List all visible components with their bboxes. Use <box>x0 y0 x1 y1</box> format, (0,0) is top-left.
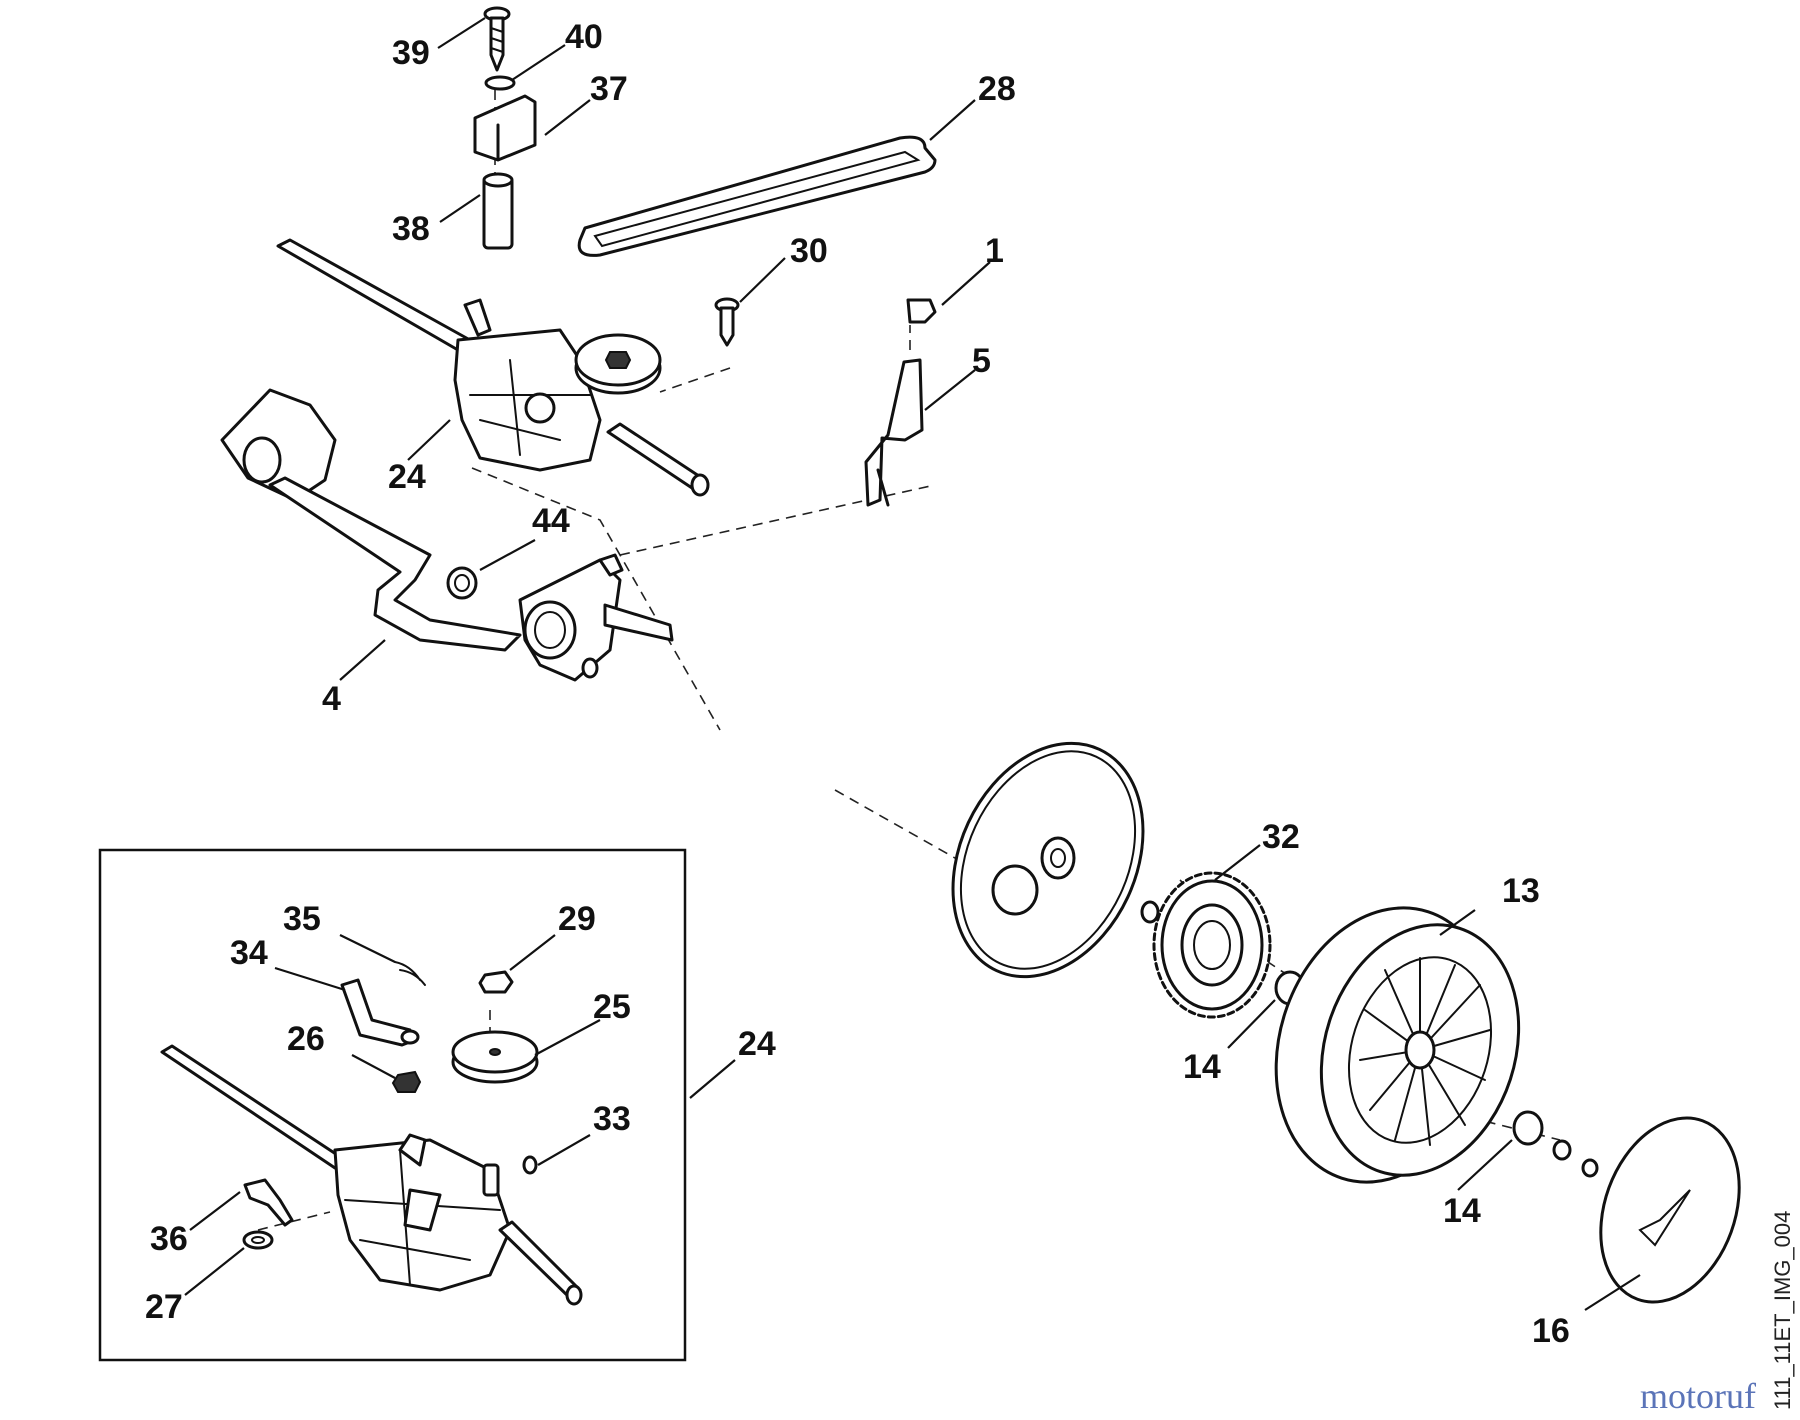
label-39: 39 <box>392 34 430 72</box>
label-5: 5 <box>972 342 991 380</box>
leader-lines <box>184 17 1641 1311</box>
part-30-screw <box>714 297 740 347</box>
label-14-outer: 14 <box>1443 1192 1481 1230</box>
inset-gearbox <box>160 1044 583 1306</box>
part-24-gearbox-top <box>276 238 710 497</box>
part-29-nut <box>478 970 514 994</box>
label-13: 13 <box>1502 872 1540 910</box>
part-16-hubcap <box>1599 1116 1741 1304</box>
image-reference: 111_11ET_IMG_004 <box>1770 1211 1795 1410</box>
label-24-inset: 24 <box>738 1025 776 1063</box>
label-24-top: 24 <box>388 458 426 496</box>
label-25: 25 <box>593 988 631 1026</box>
part-36-lever <box>243 1178 294 1227</box>
label-26: 26 <box>287 1020 325 1058</box>
part-34-lever <box>340 978 420 1047</box>
part-40-washer <box>484 75 516 91</box>
brand-logo: motoruf <box>1640 1376 1756 1416</box>
label-16: 16 <box>1532 1312 1570 1350</box>
part-1-clip <box>906 298 937 324</box>
part-13-wheel <box>1274 906 1521 1184</box>
label-33: 33 <box>593 1100 631 1138</box>
label-27: 27 <box>145 1288 183 1326</box>
part-4-drive-lever <box>220 388 674 682</box>
part-37-bracket <box>473 94 537 162</box>
label-44: 44 <box>532 502 570 540</box>
label-4: 4 <box>322 680 341 718</box>
part-32-gear <box>1152 871 1272 1019</box>
part-number-labels: 39 40 37 38 28 30 1 5 24 44 4 32 13 14 1… <box>145 18 1570 1350</box>
label-35: 35 <box>283 900 321 938</box>
part-5-bracket <box>864 358 924 507</box>
part-39-screw <box>483 6 511 72</box>
label-34: 34 <box>230 934 268 972</box>
part-35-pin <box>394 961 426 986</box>
part-27-washer <box>242 1230 274 1250</box>
part-26-nut <box>391 1070 422 1093</box>
part-44-ring <box>446 566 478 600</box>
label-28: 28 <box>978 70 1016 108</box>
part-38-spacer <box>482 172 514 250</box>
wheel-pulley-disc <box>951 741 1160 979</box>
label-30: 30 <box>790 232 828 270</box>
part-28-belt <box>577 135 937 257</box>
label-38: 38 <box>392 210 430 248</box>
label-40: 40 <box>565 18 603 56</box>
inset-frame <box>98 848 687 1362</box>
wheel-screw <box>1581 1158 1599 1178</box>
part-25-pulley <box>451 1030 539 1084</box>
label-14-inner: 14 <box>1183 1048 1221 1086</box>
label-32: 32 <box>1262 818 1300 856</box>
label-36: 36 <box>150 1220 188 1258</box>
label-29: 29 <box>558 900 596 938</box>
label-37: 37 <box>590 70 628 108</box>
label-1: 1 <box>985 232 1004 270</box>
wheel-nut <box>1552 1139 1572 1161</box>
part-14-washer-outer <box>1512 1110 1544 1146</box>
